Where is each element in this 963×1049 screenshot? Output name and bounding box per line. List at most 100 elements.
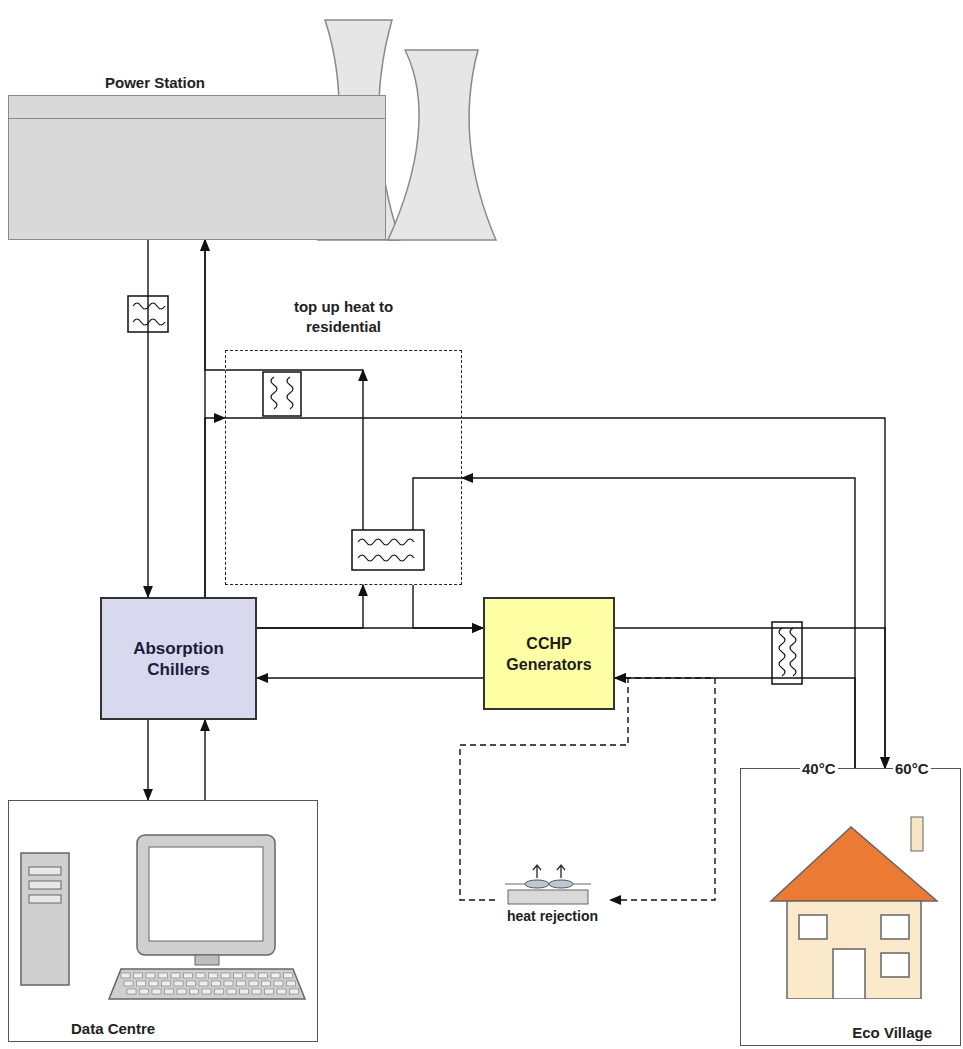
heat-exchanger-coil bbox=[271, 377, 293, 409]
pipe bbox=[413, 478, 461, 530]
pipe-connector bbox=[147, 240, 148, 597]
heat-exchanger-coil bbox=[779, 628, 796, 676]
pipe-connector bbox=[257, 677, 483, 678]
heat-exchanger-coil bbox=[358, 539, 414, 561]
cooler-body bbox=[508, 890, 588, 904]
node-label: Absorption Chillers bbox=[102, 638, 255, 680]
key bbox=[265, 989, 274, 994]
node-label: Power Station bbox=[105, 74, 205, 91]
node-label: top up heat to residential bbox=[259, 297, 429, 337]
key bbox=[227, 989, 236, 994]
computer-illustration bbox=[9, 801, 309, 1001]
pipe-connector bbox=[204, 720, 205, 800]
key bbox=[127, 989, 136, 994]
key bbox=[234, 973, 243, 978]
key bbox=[246, 973, 255, 978]
pipe-connector bbox=[147, 720, 148, 800]
temperature-label: 40°C bbox=[800, 760, 838, 777]
key bbox=[196, 973, 205, 978]
absorption-chiller-box: Absorption Chillers bbox=[100, 597, 257, 720]
air-arrow bbox=[533, 865, 565, 878]
window bbox=[799, 915, 827, 939]
key bbox=[287, 981, 296, 986]
heat-exchanger-body bbox=[352, 530, 424, 570]
cchp-box: CCHP Generators bbox=[483, 597, 615, 710]
fan-blade bbox=[549, 880, 573, 888]
key bbox=[162, 981, 171, 986]
key bbox=[190, 989, 199, 994]
key bbox=[240, 989, 249, 994]
key bbox=[199, 981, 208, 986]
key bbox=[202, 989, 211, 994]
key bbox=[274, 981, 283, 986]
node-label: Eco Village bbox=[852, 1024, 932, 1041]
data-centre-panel: Data Centre bbox=[8, 800, 318, 1042]
eco-village-panel: Eco Village bbox=[740, 768, 961, 1046]
heat-rejection-unit: heat rejection bbox=[495, 862, 610, 934]
key bbox=[221, 973, 230, 978]
heat-exchanger-coil bbox=[133, 303, 165, 325]
key bbox=[165, 989, 174, 994]
node-label: CCHP Generators bbox=[485, 633, 613, 675]
door bbox=[833, 949, 865, 999]
key bbox=[224, 981, 233, 986]
key bbox=[140, 989, 149, 994]
pipe-connector bbox=[257, 585, 363, 628]
key bbox=[237, 981, 246, 986]
key bbox=[152, 989, 161, 994]
keyboard bbox=[109, 969, 305, 999]
key bbox=[259, 973, 268, 978]
monitor-stand bbox=[195, 955, 219, 965]
pipe-connector bbox=[615, 678, 855, 768]
pipe-connector bbox=[610, 678, 715, 900]
key bbox=[174, 981, 183, 986]
key bbox=[177, 989, 186, 994]
node-label: Data Centre bbox=[71, 1020, 155, 1037]
pipe-connector bbox=[462, 418, 885, 768]
pipe-connector bbox=[615, 628, 885, 768]
key bbox=[149, 981, 158, 986]
heat-exchanger bbox=[772, 622, 802, 684]
heat-exchanger bbox=[352, 530, 424, 570]
temperature-label: 60°C bbox=[893, 760, 931, 777]
key bbox=[171, 973, 180, 978]
pipe-connector bbox=[205, 418, 225, 597]
chimney bbox=[911, 817, 923, 851]
drive-bay bbox=[29, 881, 61, 889]
key bbox=[215, 989, 224, 994]
key bbox=[262, 981, 271, 986]
pipe-connector bbox=[460, 678, 628, 900]
window bbox=[881, 915, 909, 939]
key bbox=[209, 973, 218, 978]
top-up-region: top up heat to residential bbox=[225, 350, 462, 585]
key bbox=[134, 973, 143, 978]
pipe-connector bbox=[205, 240, 225, 370]
key bbox=[290, 989, 299, 994]
pipe bbox=[226, 369, 363, 370]
key bbox=[159, 973, 168, 978]
house-wall bbox=[787, 901, 921, 999]
power-station-building bbox=[8, 95, 386, 240]
key bbox=[277, 989, 286, 994]
house-illustration bbox=[741, 769, 959, 999]
key bbox=[146, 973, 155, 978]
fan-blade bbox=[525, 880, 549, 888]
pipe bbox=[226, 417, 461, 418]
key bbox=[212, 981, 221, 986]
pipe-connector bbox=[462, 478, 855, 768]
node-label: heat rejection bbox=[507, 908, 598, 924]
heat-exchanger-body bbox=[263, 372, 301, 416]
drive-bay bbox=[29, 867, 61, 875]
computer-tower bbox=[21, 853, 69, 985]
roof-line bbox=[9, 118, 385, 119]
monitor-screen bbox=[149, 847, 263, 941]
heat-exchanger-body bbox=[772, 622, 802, 684]
pipe bbox=[362, 370, 363, 530]
key bbox=[187, 981, 196, 986]
fan-illustration bbox=[495, 862, 610, 906]
roof bbox=[771, 827, 937, 901]
window bbox=[881, 953, 909, 977]
heat-exchanger bbox=[263, 372, 301, 416]
key bbox=[284, 973, 293, 978]
key bbox=[124, 981, 133, 986]
